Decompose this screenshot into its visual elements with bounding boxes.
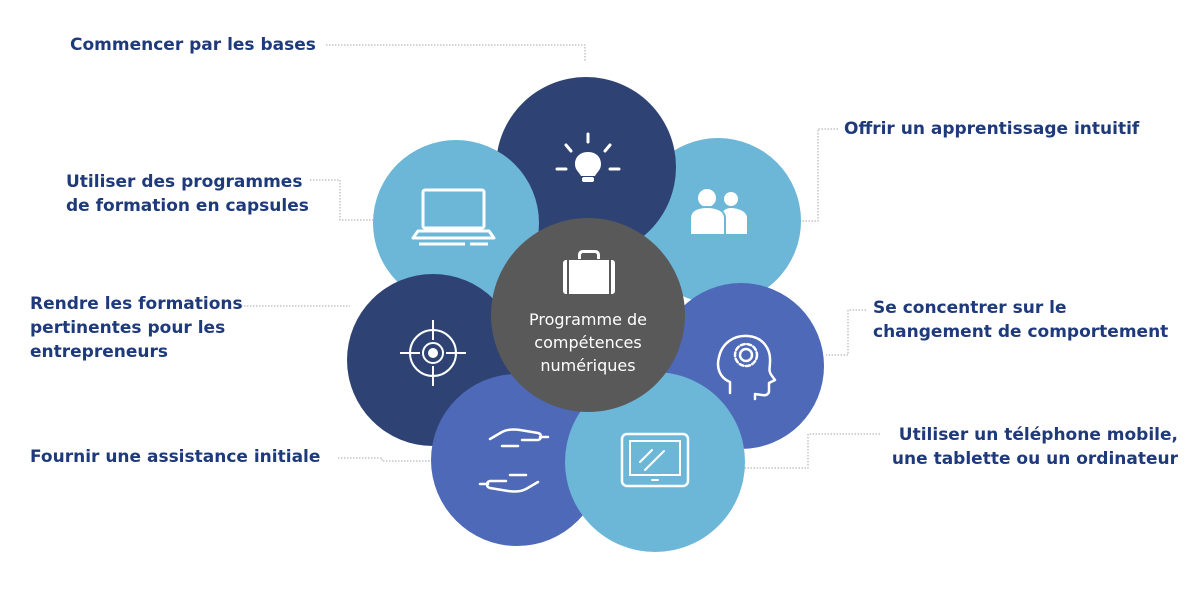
connector-right: [826, 309, 866, 356]
label-right-line-2: changement de comportement: [873, 322, 1169, 342]
center-label-line-3: numériques: [540, 356, 636, 375]
handshake-icon: [478, 428, 550, 493]
label-lower-left: Fournir une assistance initiale: [30, 445, 320, 469]
label-upper-right-line-1: Offrir un apprentissage intuitif: [844, 119, 1140, 139]
petal-lower-right: [565, 372, 745, 552]
people-icon: [689, 187, 747, 236]
center-circle: [491, 218, 685, 412]
center-label-line-2: compétences: [534, 333, 642, 352]
label-upper-left-line-1: Utiliser des programmes: [66, 172, 303, 192]
head-gear-icon: [716, 334, 777, 401]
label-left-line-1: Rendre les formations: [30, 294, 243, 314]
laptop-icon: [411, 188, 496, 246]
connector-upper-right: [800, 128, 838, 222]
label-right-line-1: Se concentrer sur le: [873, 298, 1067, 318]
label-upper-left: Utiliser des programmes de formation en …: [66, 170, 309, 218]
label-left-line-3: entrepreneurs: [30, 342, 168, 362]
label-left-line-2: pertinentes pour les: [30, 318, 226, 338]
label-left: Rendre les formations pertinentes pour l…: [30, 292, 243, 364]
target-icon: [400, 320, 466, 386]
label-lower-left-line-1: Fournir une assistance initiale: [30, 447, 321, 467]
label-top: Commencer par les bases: [70, 33, 316, 57]
connector-top: [326, 44, 586, 62]
briefcase-icon: [563, 250, 615, 294]
center-label: Programme de compétences numériques: [500, 308, 676, 377]
connector-lower-left: [338, 457, 430, 462]
petal-upper-left: [373, 140, 539, 306]
label-lower-right: Utiliser un téléphone mobile, une tablet…: [892, 423, 1178, 471]
label-upper-left-line-2: de formation en capsules: [66, 196, 309, 216]
label-right: Se concentrer sur le changement de compo…: [873, 296, 1168, 344]
center-label-line-1: Programme de: [528, 310, 648, 329]
petal-lower-left: [431, 374, 603, 546]
connector-lower-right: [743, 433, 880, 469]
lightbulb-icon: [555, 132, 621, 182]
tablet-icon: [620, 432, 690, 488]
connector-lines: [238, 44, 880, 469]
connector-upper-left: [310, 179, 375, 221]
label-lower-right-line-2: une tablette ou un ordinateur: [891, 449, 1178, 469]
label-lower-right-line-1: Utiliser un téléphone mobile,: [898, 425, 1178, 445]
label-upper-right: Offrir un apprentissage intuitif: [844, 117, 1139, 141]
label-top-line-1: Commencer par les bases: [70, 35, 316, 55]
